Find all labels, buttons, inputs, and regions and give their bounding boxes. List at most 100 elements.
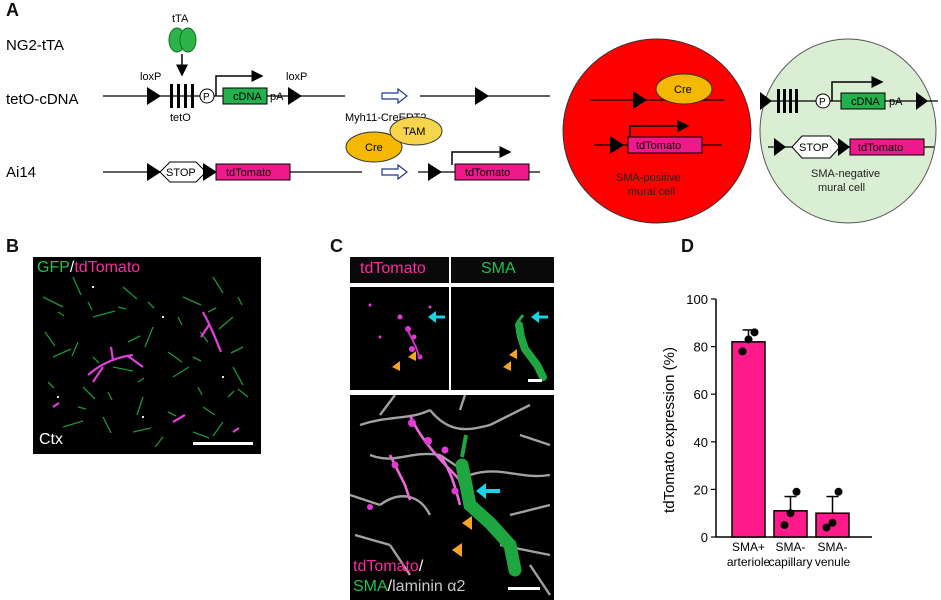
sma-negative-cell [759, 38, 937, 224]
micrograph-cortex: GFP/tdTomato Ctx [33, 257, 261, 454]
green-cell-loxp-right [916, 92, 928, 110]
y-tick-label: 80 [694, 340, 708, 355]
merged-label-sma: SMA [353, 578, 388, 595]
header-sma-cell: SMA [451, 257, 554, 283]
tdtomato-label: tdTomato [226, 167, 271, 179]
data-point [834, 487, 843, 496]
green-teto-bar-1 [777, 89, 780, 113]
label-separator: / [69, 259, 75, 276]
tam-label: TAM [403, 126, 425, 138]
green-cell-stop-loxp-right [838, 138, 850, 156]
green-promoter-circle [815, 93, 831, 109]
recombined-transcription-arrow [451, 146, 512, 165]
scale-bar-b [193, 442, 253, 445]
teto-bar-2 [177, 84, 180, 108]
green-cell-stop-loxp-left [774, 138, 786, 156]
x-tick-label: SMA+ [732, 540, 765, 554]
data-point [780, 521, 789, 530]
orange-arrowhead-2 [392, 361, 400, 371]
teto-bar-4 [191, 84, 194, 108]
cre-protein [345, 131, 403, 163]
row-label-ai14: Ai14 [6, 164, 36, 181]
panel-letter-c: C [330, 236, 343, 256]
y-tick-label: 100 [686, 292, 708, 307]
promoter-label: P [203, 92, 210, 103]
red-cell-tdtomato-label: tdTomato [636, 140, 681, 152]
y-axis-label: tdTomato expression (%) [661, 347, 678, 513]
x-tick-label: venule [815, 555, 851, 569]
panel-letter-a: A [6, 0, 19, 20]
data-point [792, 487, 801, 496]
header-tdtomato: tdTomato [360, 260, 426, 277]
red-cell-loxp-top [633, 91, 647, 109]
data-point [822, 523, 831, 532]
tam-molecule [389, 116, 443, 146]
stop-label: STOP [166, 167, 196, 179]
teto-bar-1 [170, 84, 173, 108]
y-tick-label: 60 [694, 387, 708, 402]
panel-letter-d: D [681, 236, 694, 256]
loxp-left-label: loxP [140, 71, 161, 83]
data-point [828, 518, 837, 527]
green-teto-bar-4 [795, 89, 798, 113]
header-sma: SMA [481, 260, 516, 277]
loxp-triangle-recombined [475, 87, 489, 105]
bars [731, 328, 850, 538]
orange-arrowhead-1 [408, 351, 416, 361]
x-tick-label: arteriole [727, 555, 771, 569]
micrograph-sma-small [451, 287, 554, 390]
ai14-loxp-left [147, 163, 161, 181]
x-tick-label: SMA- [818, 540, 848, 554]
micrograph-cortex-vessels [42, 276, 253, 448]
green-cell-caption-1: SMA-negative [811, 168, 880, 180]
bar [731, 341, 766, 538]
label-gfp: GFP [37, 259, 70, 276]
row-label-teto: tetO-cDNA [6, 91, 79, 108]
recombination-arrow-top [381, 87, 408, 105]
red-cell-cre-label: Cre [674, 84, 692, 96]
promoter-circle [199, 88, 215, 104]
loxp-triangle-left [147, 87, 161, 105]
x-tick-label: SMA- [776, 540, 806, 554]
schematic-diagram: NG2-tTA tetO-cDNA Ai14 tTA loxP tetO P c… [6, 13, 938, 224]
orange-arrowhead-merged-2 [452, 543, 462, 557]
transcription-arrow [215, 70, 264, 96]
loxp-triangle-right [288, 87, 302, 105]
green-cell-caption-2: mural cell [818, 182, 865, 194]
data-point [750, 328, 759, 337]
green-promoter-label: P [819, 97, 826, 108]
panel-letter-b: B [6, 236, 19, 256]
cdna-box [222, 87, 268, 105]
y-tick-label: 20 [694, 482, 708, 497]
recombination-arrow-bottom [381, 163, 408, 181]
header-tdtomato-cell: tdTomato [350, 257, 449, 283]
x-tick-label: capillary [768, 555, 812, 569]
green-stop-hexagon [791, 135, 841, 159]
scale-bar-c-small [528, 379, 542, 382]
red-cell-caption-2: mural cell [628, 186, 675, 198]
stop-hexagon [159, 161, 207, 183]
ai14-loxp-right [203, 163, 217, 181]
micrograph-merged: tdTomato/ SMA/laminin α2 [350, 395, 554, 600]
merged-label-laminin: laminin α2 [392, 578, 466, 595]
red-cell-caption-1: SMA-positive [616, 172, 681, 184]
tta-label: tTA [172, 13, 189, 25]
micrograph-tdtomato-small [350, 287, 449, 390]
green-tdtomato-label: tdTomato [858, 142, 903, 154]
green-cdna-box [840, 92, 886, 110]
row-label-ng2: NG2-tTA [6, 37, 64, 54]
green-teto-bar-2 [783, 89, 786, 113]
green-stop-label: STOP [799, 142, 829, 154]
data-point [744, 335, 753, 344]
red-cell-tdtomato-box [627, 136, 703, 154]
green-transcription-arrow [831, 76, 884, 101]
teto-bar-3 [184, 84, 187, 108]
cre-label: Cre [365, 142, 383, 154]
teto-label: tetO [170, 112, 191, 124]
green-cell-loxp-left [760, 92, 772, 110]
green-cdna-label: cDNA [851, 96, 880, 108]
green-pa-label: pA [889, 96, 903, 108]
data-point [786, 509, 795, 518]
